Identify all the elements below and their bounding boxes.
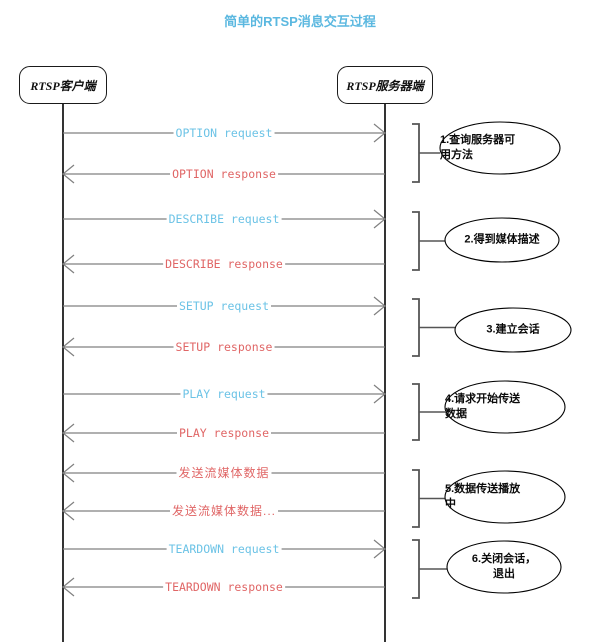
message-label-option-response: OPTION response xyxy=(170,167,278,181)
note-5-line: 5.数据传送播放 xyxy=(445,483,521,495)
note-4-ellipse[interactable] xyxy=(444,380,566,434)
note-2-ellipse[interactable] xyxy=(444,217,560,263)
actor-box-client[interactable]: RTSP客户端 xyxy=(19,66,107,104)
note-5-line: 中 xyxy=(445,498,456,510)
message-arrowhead-option-request xyxy=(373,123,386,143)
note-1-ellipse[interactable] xyxy=(439,121,561,175)
note-3-group xyxy=(412,298,572,357)
message-label-play-request: PLAY request xyxy=(180,387,268,401)
note-4-line: 数据 xyxy=(445,408,467,420)
note-2-group xyxy=(412,211,560,271)
message-arrowhead-describe-request xyxy=(373,209,386,229)
note-5-group xyxy=(412,469,566,528)
message-arrowhead-stream-data-1 xyxy=(62,463,75,483)
note-6-line: 退出 xyxy=(493,568,515,580)
note-6-line: 6.关闭会话， xyxy=(471,553,537,565)
message-label-teardown-request: TEARDOWN request xyxy=(166,542,282,556)
message-label-describe-response: DESCRIBE response xyxy=(163,257,285,271)
message-label-describe-request: DESCRIBE request xyxy=(166,212,282,226)
actor-label-server: RTSP服务器端 xyxy=(346,78,424,93)
note-6-ellipse[interactable] xyxy=(446,540,562,594)
message-label-teardown-response: TEARDOWN response xyxy=(163,580,285,594)
note-1-text: 1.查询服务器可用方法 xyxy=(440,133,560,163)
message-label-play-response: PLAY response xyxy=(176,426,272,440)
message-arrowhead-teardown-request xyxy=(373,539,386,559)
message-arrowhead-option-response xyxy=(62,164,75,184)
note-2-line: 2.得到媒体描述 xyxy=(464,233,540,246)
note-4-text: 4.请求开始传送数据 xyxy=(445,392,565,422)
message-arrowhead-play-response xyxy=(62,423,75,443)
page-title: 简单的RTSP消息交互过程 xyxy=(224,14,376,29)
note-2-text: 2.得到媒体描述 xyxy=(442,233,562,248)
note-1-line: 用方法 xyxy=(440,149,473,161)
message-arrowhead-setup-response xyxy=(62,337,75,357)
message-label-setup-request: SETUP request xyxy=(176,299,272,313)
note-3-line: 3.建立会话 xyxy=(486,323,540,336)
message-label-stream-data-1: 发送流媒体数据 xyxy=(176,466,272,480)
note-1-line: 1.查询服务器可 xyxy=(440,134,516,146)
note-1-group xyxy=(412,121,561,183)
note-3-ellipse[interactable] xyxy=(454,307,572,353)
message-arrowhead-play-request xyxy=(373,384,386,404)
message-label-setup-response: SETUP response xyxy=(173,340,275,354)
note-5-ellipse[interactable] xyxy=(444,470,566,524)
note-5-text: 5.数据传送播放中 xyxy=(445,482,565,512)
note-4-group xyxy=(412,380,566,441)
message-label-option-request: OPTION request xyxy=(173,126,275,140)
message-arrowhead-setup-request xyxy=(373,296,386,316)
message-label-stream-data-2: 发送流媒体数据... xyxy=(169,504,279,518)
message-arrowhead-teardown-response xyxy=(62,577,75,597)
actor-label-client: RTSP客户端 xyxy=(30,78,96,93)
note-6-text: 6.关闭会话， 退出 xyxy=(444,552,564,582)
note-3-text: 3.建立会话 xyxy=(453,323,573,338)
actor-box-server[interactable]: RTSP服务器端 xyxy=(337,66,433,104)
note-4-line: 4.请求开始传送 xyxy=(445,393,521,405)
message-arrowhead-describe-response xyxy=(62,254,75,274)
note-6-group xyxy=(412,539,562,599)
message-arrowhead-stream-data-2 xyxy=(62,501,75,521)
